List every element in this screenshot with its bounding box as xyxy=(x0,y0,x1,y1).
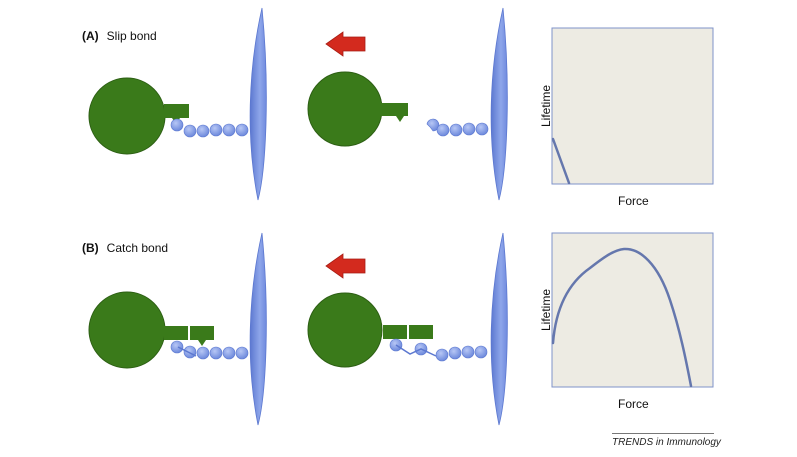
panel-b-label: (B) Catch bond xyxy=(82,241,168,255)
plot-area xyxy=(551,27,714,185)
cell xyxy=(307,292,383,368)
receptor xyxy=(409,325,433,339)
panel-a-label: (A) Slip bond xyxy=(82,29,157,43)
surface xyxy=(249,7,267,201)
ligand-chain xyxy=(170,118,249,138)
ligand-chain xyxy=(170,340,249,360)
plot-a-ylabel: Lifetime xyxy=(539,84,553,128)
force-arrow-icon xyxy=(325,31,366,57)
lifetime-curve xyxy=(551,137,571,185)
lifetime-curve xyxy=(551,247,693,388)
cell xyxy=(88,291,166,369)
plot-b-ylabel: Lifetime xyxy=(539,288,553,332)
footer-rule xyxy=(612,433,714,434)
panel-b-letter: (B) xyxy=(82,241,99,255)
journal-footer: TRENDS in Immunology xyxy=(612,437,721,448)
plot-a-xlabel: Force xyxy=(618,194,649,208)
receptor xyxy=(383,325,407,339)
ligand-chain xyxy=(389,338,488,362)
slip-bond-bound-state xyxy=(88,7,267,201)
cell xyxy=(307,71,383,147)
panel-b-title: Catch bond xyxy=(106,241,169,255)
receptor xyxy=(381,103,408,116)
receptor xyxy=(164,326,188,340)
ligand-chain xyxy=(426,118,489,137)
plot-area xyxy=(551,232,714,388)
panel-a-title: Slip bond xyxy=(106,29,157,43)
surface xyxy=(249,232,267,426)
slip-bond-plot xyxy=(551,27,714,185)
plot-b-xlabel: Force xyxy=(618,397,649,411)
cell xyxy=(88,77,166,155)
surface xyxy=(490,7,508,201)
surface xyxy=(490,232,508,426)
catch-bond-stretched-state xyxy=(307,232,508,426)
receptor xyxy=(164,104,189,118)
panel-a-letter: (A) xyxy=(82,29,99,43)
catch-bond-plot xyxy=(551,232,714,388)
slip-bond-unbound-state xyxy=(307,7,508,201)
receptor xyxy=(190,326,214,340)
catch-bond-bound-state xyxy=(88,232,267,426)
force-arrow-icon xyxy=(325,253,366,279)
